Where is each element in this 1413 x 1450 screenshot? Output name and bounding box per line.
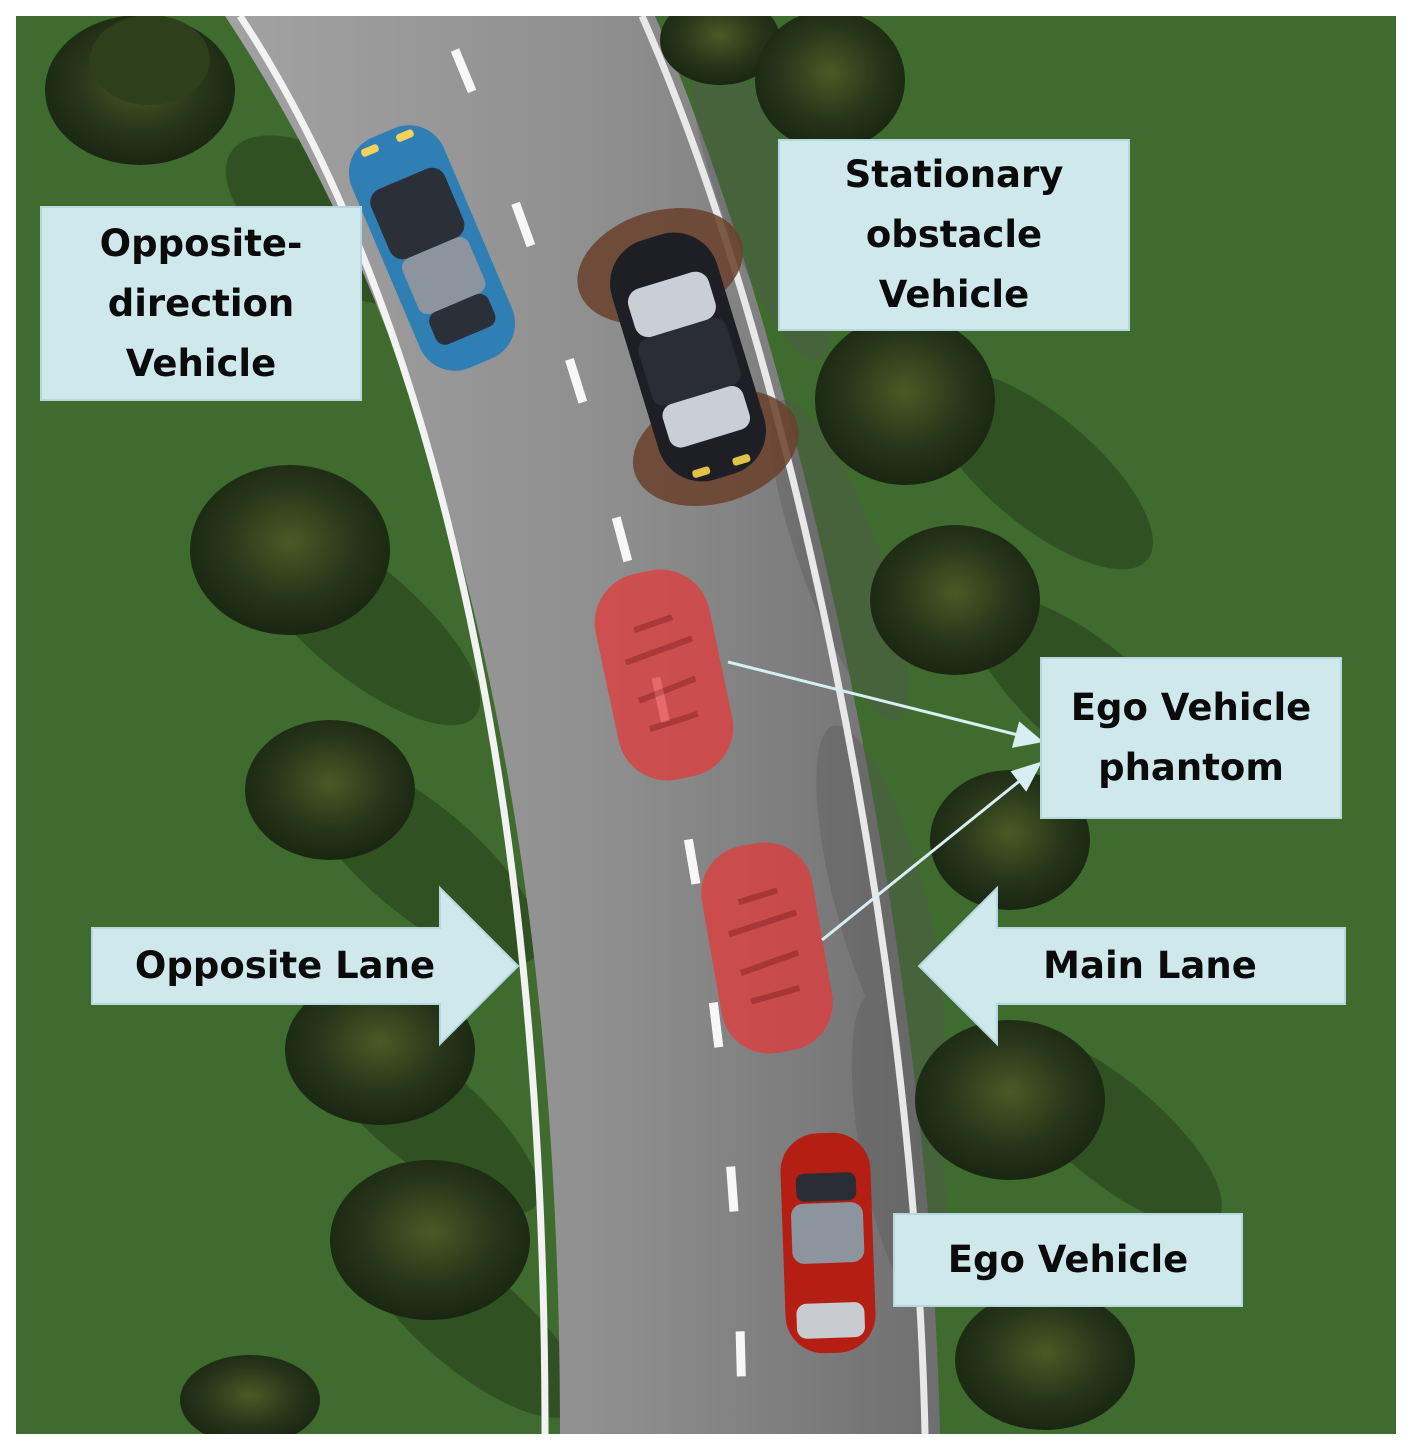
- stationary-obstacle-label: Stationary obstacle Vehicle: [778, 139, 1130, 331]
- main-lane-label: Main Lane: [1043, 944, 1257, 987]
- main-lane-arrow: [917, 885, 1346, 1047]
- road-edge-left: [237, 16, 549, 1434]
- opposite-label-line-3: Vehicle: [125, 341, 277, 385]
- phantom-arrows: [727, 660, 1044, 942]
- opposite-direction-vehicle-label: Opposite- direction Vehicle: [40, 206, 362, 401]
- ego-vehicle-label: Ego Vehicle: [893, 1213, 1243, 1307]
- opposite-lane-label: Opposite Lane: [134, 944, 436, 987]
- ego-vehicle-phantom-label: Ego Vehicle phantom: [1040, 657, 1342, 819]
- ego-vehicle-phantom-2: [701, 842, 833, 1054]
- phantom-label-line-2: phantom: [1098, 746, 1284, 789]
- opposite-label-line-1: Opposite-: [99, 221, 303, 265]
- road-edge-right: [638, 16, 929, 1434]
- trees: [45, 16, 1135, 1434]
- ego-vehicle: [780, 1132, 876, 1354]
- opposite-direction-vehicle: [348, 125, 516, 371]
- stationary-label-line-3: Vehicle: [878, 273, 1030, 316]
- phantom-label-line-1: Ego Vehicle: [1070, 686, 1312, 729]
- stationary-obstacle-vehicle: [577, 207, 799, 507]
- stationary-label-line-2: obstacle: [865, 213, 1043, 256]
- stationary-label-line-1: Stationary: [844, 153, 1064, 196]
- opposite-lane-arrow: [91, 885, 520, 1047]
- ego-vehicle-phantom-1: [594, 569, 734, 781]
- opposite-label-line-2: direction: [107, 281, 295, 325]
